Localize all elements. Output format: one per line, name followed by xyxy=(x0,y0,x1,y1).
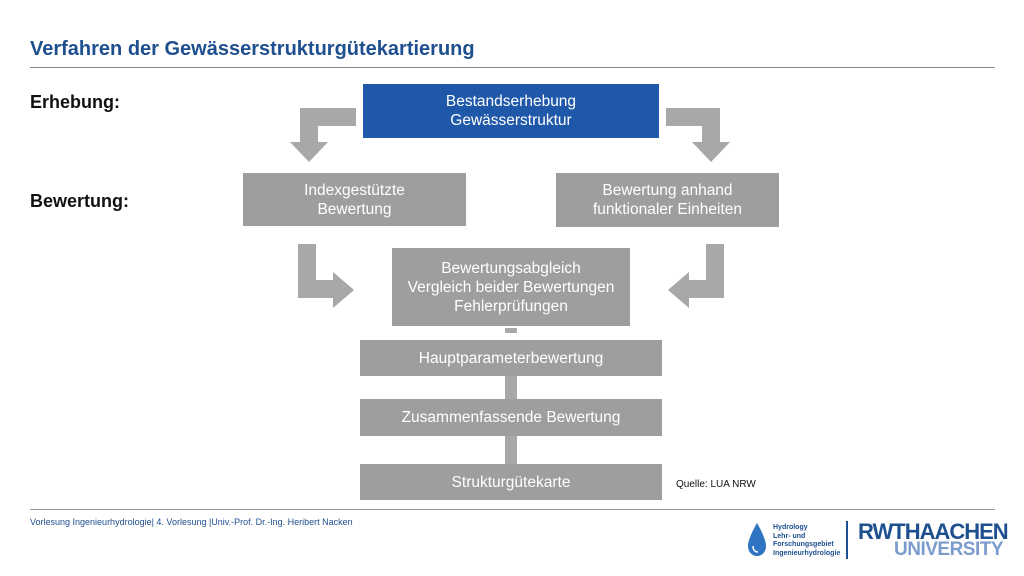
hydrology-logo-text: Hydrology Lehr- und Forschungsgebiet Ing… xyxy=(773,524,841,557)
box-indexgestuetzte-bewertung: Indexgestützte Bewertung xyxy=(243,173,466,226)
box-bestandserhebung: Bestandserhebung Gewässerstruktur xyxy=(363,84,659,138)
box-hauptparameterbewertung: Hauptparameterbewertung xyxy=(360,340,662,376)
footer-divider xyxy=(30,509,995,510)
connector-abgleich-haupt xyxy=(505,328,517,333)
box-bewertungsabgleich: Bewertungsabgleich Vergleich beider Bewe… xyxy=(392,248,630,326)
arrow-right-to-abgleich xyxy=(668,244,724,308)
arrow-top-left xyxy=(290,108,356,162)
title-divider xyxy=(30,67,995,68)
footer-text: Vorlesung Ingenieurhydrologie| 4. Vorles… xyxy=(30,517,353,527)
slide-title: Verfahren der Gewässerstrukturgütekartie… xyxy=(30,38,475,60)
connector-haupt-zusammen xyxy=(505,376,517,399)
logo-divider xyxy=(846,521,848,559)
source-note: Quelle: LUA NRW xyxy=(676,479,756,490)
box-zusammenfassende-bewertung: Zusammenfassende Bewertung xyxy=(360,399,662,436)
rwth-logo-line1: RWTHAACHEN xyxy=(858,519,1009,544)
label-bewertung: Bewertung: xyxy=(30,191,129,211)
box-strukturguetekarte: Strukturgütekarte xyxy=(360,464,662,500)
connector-zusammen-karte xyxy=(505,436,517,464)
box-funktionale-bewertung: Bewertung anhand funktionaler Einheiten xyxy=(556,173,779,227)
rwth-logo-line2: UNIVERSITY xyxy=(894,539,1004,560)
arrow-left-to-abgleich xyxy=(298,244,354,308)
label-erhebung: Erhebung: xyxy=(30,92,120,112)
arrow-top-right xyxy=(666,108,730,162)
water-drop-icon xyxy=(748,523,766,556)
